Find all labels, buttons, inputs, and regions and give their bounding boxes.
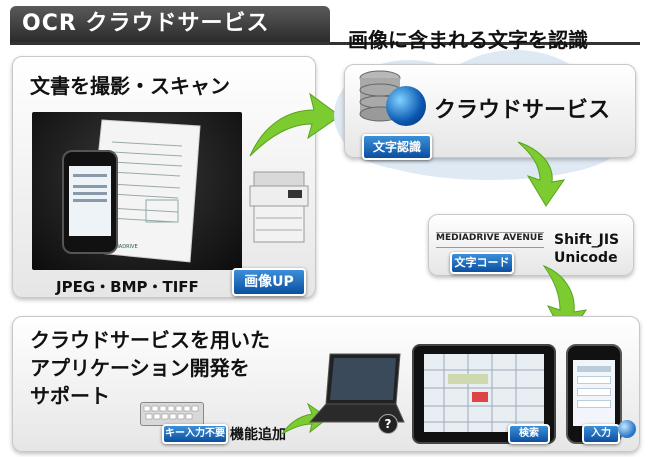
cloud-service-label: クラウドサービス xyxy=(434,92,610,124)
globe-icon xyxy=(386,86,426,126)
upload-button[interactable]: 画像UP xyxy=(232,268,306,296)
apps-heading-line: アプリケーション開発を xyxy=(30,354,270,382)
keyboard-icon xyxy=(140,402,204,426)
phone-screen xyxy=(69,166,111,236)
copier-scanner xyxy=(248,166,310,246)
recognized-text-sample: MEDIADRIVE AVENUE xyxy=(436,232,544,248)
encoding-shift-jis: Shift_JIS xyxy=(554,232,619,248)
smartphone xyxy=(62,150,118,254)
page-title: OCR クラウドサービス xyxy=(10,6,330,42)
question-icon: ? xyxy=(378,414,398,434)
arrow-icon xyxy=(512,136,572,208)
arrow-icon xyxy=(244,84,344,164)
apps-heading: クラウドサービスを用いた アプリケーション開発を サポート xyxy=(30,326,270,410)
magnifier-icon xyxy=(618,420,636,438)
no-key-input-badge: キー入力不要 xyxy=(162,424,228,444)
phone-form-screen xyxy=(573,360,615,426)
format-list: JPEG・BMP・TIFF xyxy=(56,276,199,297)
apps-heading-line: クラウドサービスを用いた xyxy=(30,326,270,354)
capture-heading: 文書を撮影・スキャン xyxy=(30,70,230,99)
ocr-badge: 文字認識 xyxy=(362,134,432,160)
input-badge: 入力 xyxy=(582,424,620,444)
search-badge: 検索 xyxy=(508,424,550,444)
text-code-badge: 文字コード xyxy=(450,252,514,274)
subtitle: 画像に含まれる文字を認識 xyxy=(348,24,588,53)
tablet-map-screen xyxy=(424,354,544,432)
feature-add-label: 機能追加 xyxy=(230,424,286,444)
